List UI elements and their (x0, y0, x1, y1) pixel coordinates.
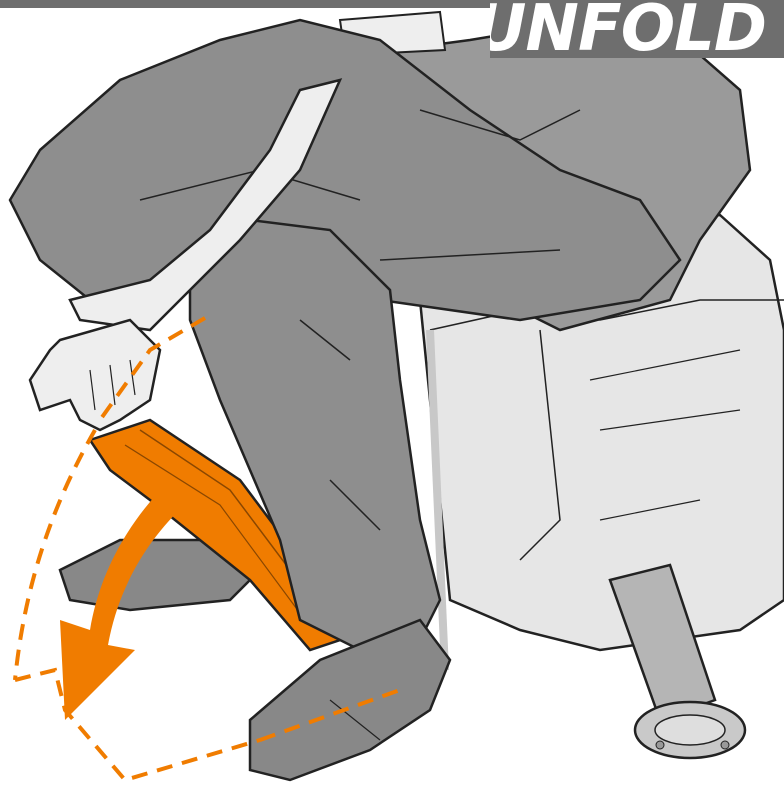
header-rule (0, 0, 490, 8)
title-banner: UNFOLD (490, 0, 784, 58)
instruction-title: UNFOLD (490, 0, 766, 58)
